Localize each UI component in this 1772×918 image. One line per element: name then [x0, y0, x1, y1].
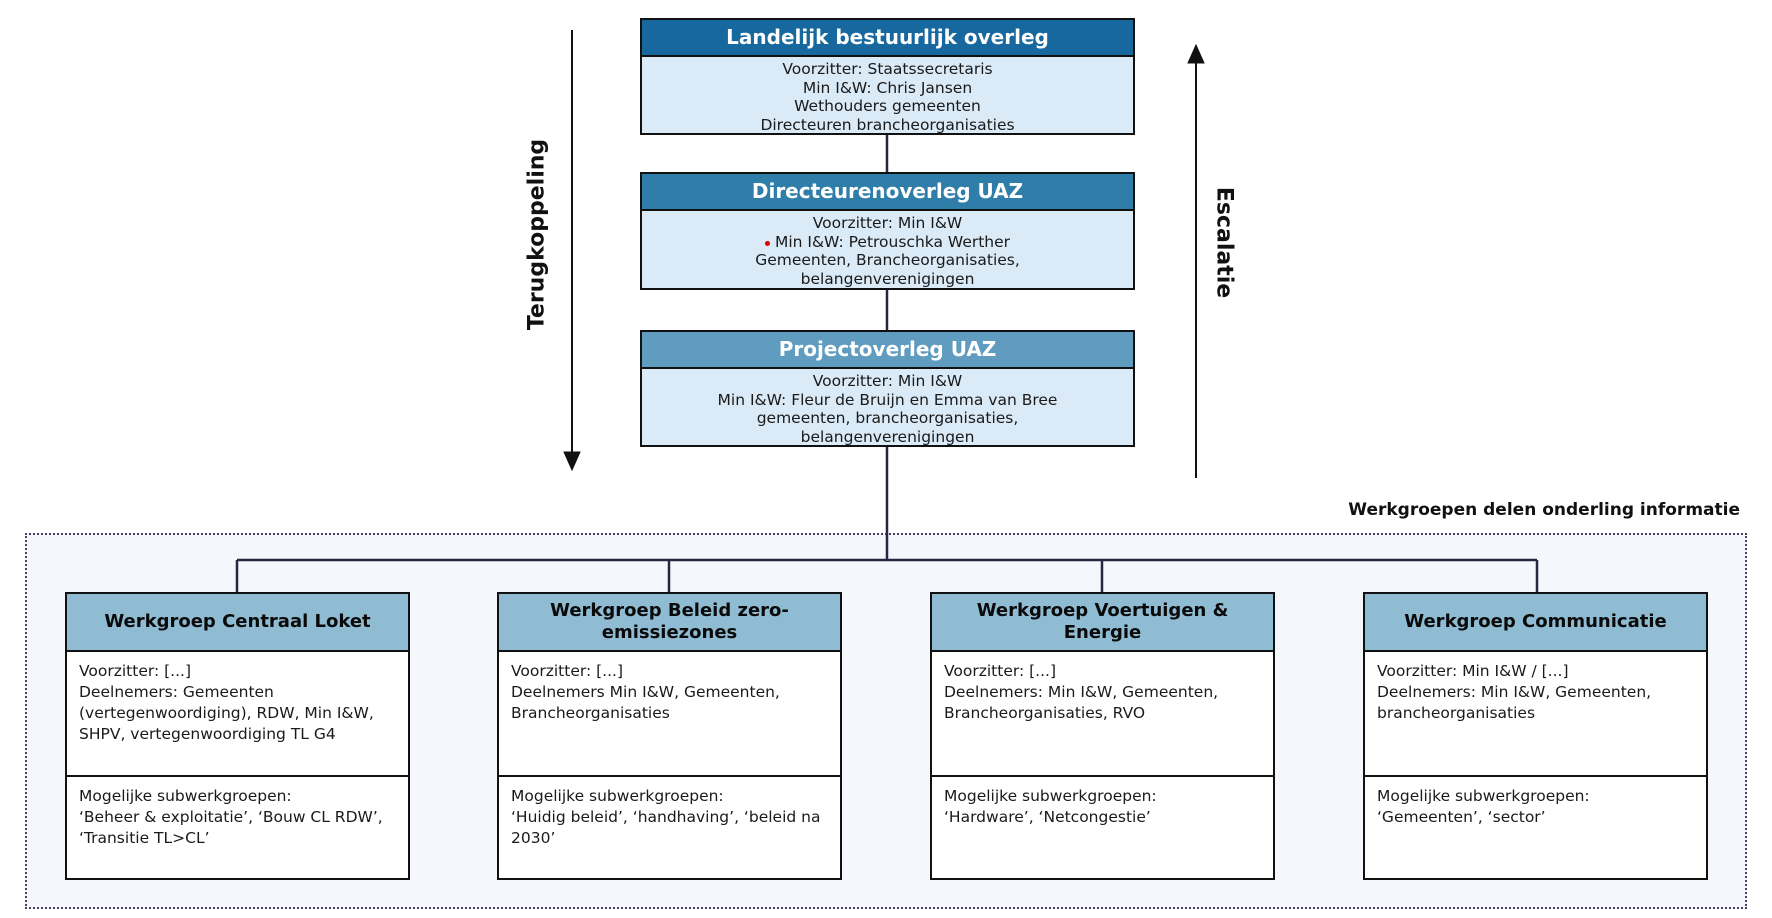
box-line: belangenverenigingen — [800, 427, 975, 446]
workgroup-voorzitter: Voorzitter: [...] — [79, 662, 191, 680]
red-dot-icon — [764, 240, 770, 246]
workgroup-deelnemers: Deelnemers Min I&W, Gemeenten, Brancheor… — [511, 683, 780, 722]
workgroup-voorzitter: Voorzitter: Min I&W / [...] — [1377, 662, 1569, 680]
box-body: Voorzitter: Staatssecretaris Min I&W: Ch… — [642, 57, 1133, 138]
box-directeurenoverleg-uaz: Directeurenoverleg UAZ Voorzitter: Min I… — [640, 172, 1135, 290]
workgroup-title: Werkgroep Communicatie — [1365, 594, 1706, 652]
box-line: belangenverenigingen — [800, 269, 975, 288]
workgroup-sub-items: ‘Hardware’, ‘Netcongestie’ — [944, 808, 1151, 826]
box-werkgroep-voertuigen-energie: Werkgroep Voertuigen & Energie Voorzitte… — [930, 592, 1275, 880]
workgroup-body: Voorzitter: [...] Deelnemers Min I&W, Ge… — [499, 652, 840, 775]
workgroup-sub-title: Mogelijke subwerkgroepen: — [944, 787, 1157, 805]
terugkoppeling-down-arrow — [563, 30, 581, 472]
box-line: Voorzitter: Min I&W — [812, 214, 963, 232]
workgroup-voorzitter: Voorzitter: [...] — [511, 662, 623, 680]
box-werkgroep-beleid-zero-emissiezones: Werkgroep Beleid zero-emissiezones Voorz… — [497, 592, 842, 880]
workgroup-deelnemers: Deelnemers: Min I&W, Gemeenten, Brancheo… — [944, 683, 1219, 722]
box-title: Projectoverleg UAZ — [642, 332, 1133, 369]
workgroup-body: Voorzitter: [...] Deelnemers: Min I&W, G… — [932, 652, 1273, 775]
escalatie-label: Escalatie — [1211, 186, 1237, 299]
workgroup-title: Werkgroep Centraal Loket — [67, 594, 408, 652]
box-line: Directeuren brancheorganisaties — [760, 115, 1015, 134]
workgroup-sub-items: ‘Gemeenten’, ‘sector’ — [1377, 808, 1546, 826]
workgroup-voorzitter: Voorzitter: [...] — [944, 662, 1056, 680]
box-line: Wethouders gemeenten — [794, 97, 981, 115]
workgroup-subgroups: Mogelijke subwerkgroepen: ‘Hardware’, ‘N… — [932, 775, 1273, 878]
escalatie-up-arrow — [1187, 43, 1205, 478]
workgroup-title: Werkgroep Voertuigen & Energie — [932, 594, 1273, 652]
box-line: Gemeenten, Brancheorganisaties, — [755, 251, 1020, 269]
box-line: Min I&W: Chris Jansen — [802, 78, 973, 97]
workgroup-body: Voorzitter: Min I&W / [...] Deelnemers: … — [1365, 652, 1706, 775]
workgroup-subgroups: Mogelijke subwerkgroepen: ‘Beheer & expl… — [67, 775, 408, 878]
workgroup-body: Voorzitter: [...] Deelnemers: Gemeenten … — [67, 652, 408, 775]
workgroup-sub-title: Mogelijke subwerkgroepen: — [1377, 787, 1590, 805]
workgroup-deelnemers: Deelnemers: Min I&W, Gemeenten, brancheo… — [1377, 683, 1652, 722]
box-line: Voorzitter: Min I&W — [812, 372, 963, 390]
workgroup-sub-title: Mogelijke subwerkgroepen: — [511, 787, 724, 805]
box-line: gemeenten, brancheorganisaties, — [756, 409, 1019, 427]
workgroup-sub-items: ‘Beheer & exploitatie’, ‘Bouw CL RDW’, ‘… — [79, 808, 383, 847]
workgroup-title: Werkgroep Beleid zero-emissiezones — [499, 594, 840, 652]
box-title: Landelijk bestuurlijk overleg — [642, 20, 1133, 57]
box-projectoverleg-uaz: Projectoverleg UAZ Voorzitter: Min I&W M… — [640, 330, 1135, 447]
workgroup-deelnemers: Deelnemers: Gemeenten (vertegenwoordigin… — [79, 683, 374, 743]
box-line: Min I&W: Fleur de Bruijn en Emma van Bre… — [717, 390, 1058, 409]
box-line: Voorzitter: Staatssecretaris — [782, 60, 993, 78]
box-line: Min I&W: Petrouschka Werther — [650, 233, 1125, 252]
box-title: Directeurenoverleg UAZ — [642, 174, 1133, 211]
box-landelijk-bestuurlijk-overleg: Landelijk bestuurlijk overleg Voorzitter… — [640, 18, 1135, 135]
terugkoppeling-label: Terugkoppeling — [524, 138, 550, 331]
workgroup-subgroups: Mogelijke subwerkgroepen: ‘Huidig beleid… — [499, 775, 840, 878]
workgroup-sub-title: Mogelijke subwerkgroepen: — [79, 787, 292, 805]
workgroups-banner: Werkgroepen delen onderling informatie — [1348, 500, 1740, 520]
workgroup-subgroups: Mogelijke subwerkgroepen: ‘Gemeenten’, ‘… — [1365, 775, 1706, 878]
box-body: Voorzitter: Min I&W Min I&W: Fleur de Br… — [642, 369, 1133, 450]
box-werkgroep-communicatie: Werkgroep Communicatie Voorzitter: Min I… — [1363, 592, 1708, 880]
box-werkgroep-centraal-loket: Werkgroep Centraal Loket Voorzitter: [..… — [65, 592, 410, 880]
workgroup-sub-items: ‘Huidig beleid’, ‘handhaving’, ‘beleid n… — [511, 808, 821, 847]
box-body: Voorzitter: Min I&W Min I&W: Petrouschka… — [642, 211, 1133, 292]
